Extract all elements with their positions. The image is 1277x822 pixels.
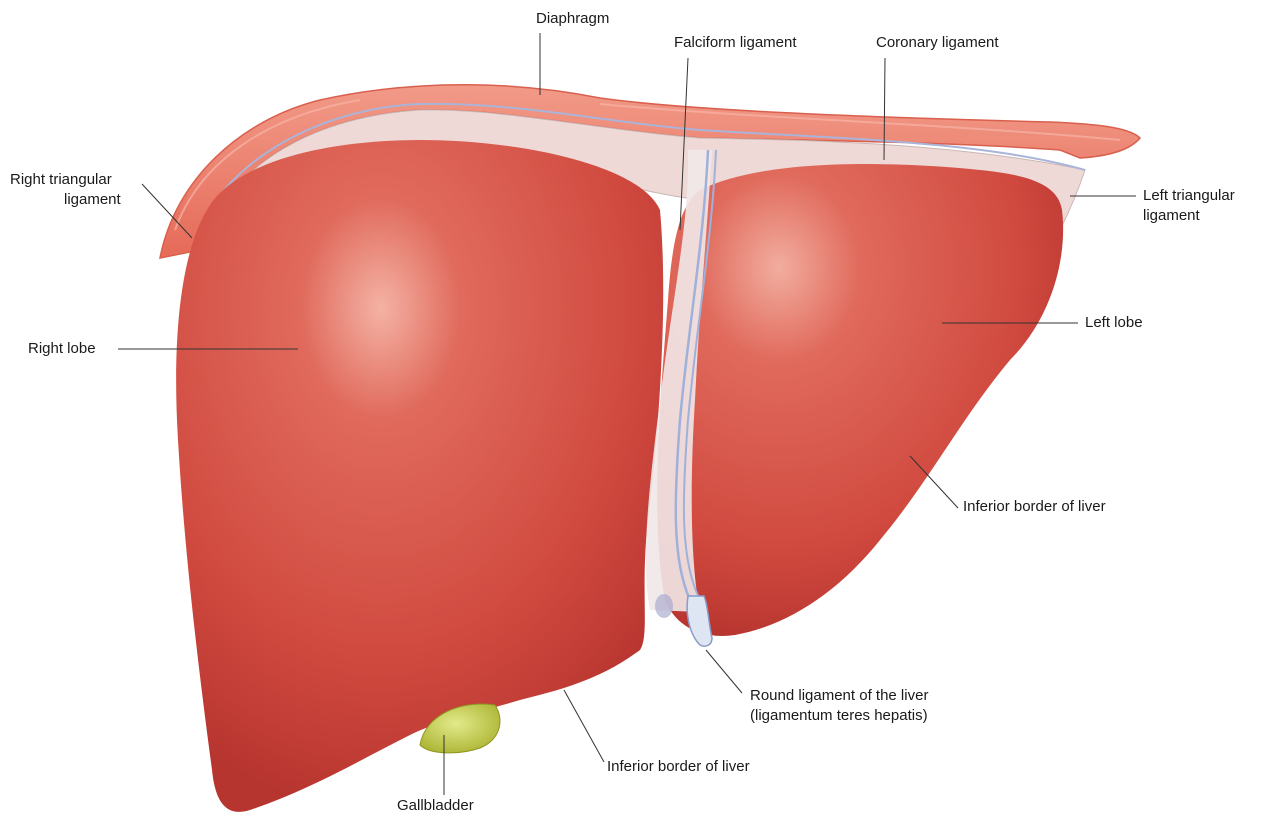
label-left-lobe: Left lobe <box>1085 313 1143 333</box>
label-coronary-ligament: Coronary ligament <box>876 33 999 53</box>
label-right-triangular-ligament: Right triangular ligament <box>10 170 121 210</box>
left-lobe <box>657 164 1063 636</box>
label-left-triangular-line2: ligament <box>1143 206 1235 226</box>
label-left-triangular-ligament: Left triangular ligament <box>1143 186 1235 226</box>
label-falciform-ligament: Falciform ligament <box>674 33 797 53</box>
label-right-triangular-line2: ligament <box>10 190 121 210</box>
label-diaphragm: Diaphragm <box>536 9 609 29</box>
label-left-triangular-line1: Left triangular <box>1143 186 1235 206</box>
label-right-triangular-line1: Right triangular <box>10 170 121 190</box>
label-right-lobe: Right lobe <box>28 339 96 359</box>
label-inferior-border-left: Inferior border of liver <box>963 497 1106 517</box>
label-round-ligament-line2: (ligamentum teres hepatis) <box>750 706 928 726</box>
right-lobe <box>176 140 663 812</box>
label-round-ligament: Round ligament of the liver (ligamentum … <box>750 686 928 726</box>
label-round-ligament-line1: Round ligament of the liver <box>750 686 928 706</box>
label-gallbladder: Gallbladder <box>397 796 474 816</box>
label-inferior-border-right: Inferior border of liver <box>607 757 750 777</box>
